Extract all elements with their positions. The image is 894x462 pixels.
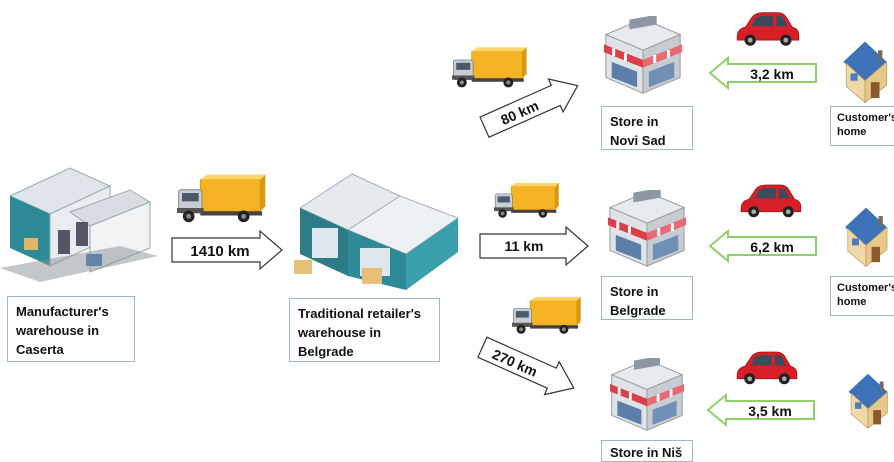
arrow-caserta-belgrade: 1410 km <box>171 229 283 271</box>
truck-icon <box>494 182 560 219</box>
arrow-to-novi-sad: 80 km <box>479 78 579 138</box>
manufacturer-warehouse-icon <box>0 167 158 282</box>
customer-home-label: Customer's home <box>830 106 894 146</box>
distance-belgrade-customer: 6,2 km <box>750 239 794 255</box>
arrow-to-belgrade-store: 11 km <box>479 225 589 267</box>
store-nis-label: Store in Niš <box>601 440 693 462</box>
arrow-customer-novi-sad: 3,2 km <box>708 56 817 90</box>
distance-caserta-belgrade: 1410 km <box>190 243 249 260</box>
car-icon <box>740 184 802 218</box>
car-icon <box>736 12 800 47</box>
retailer-warehouse-label: Traditional retailer's warehouse in Belg… <box>289 298 440 362</box>
store-belgrade-label: Store in Belgrade <box>601 276 693 320</box>
house-icon <box>842 41 888 103</box>
arrow-to-nis: 270 km <box>477 336 575 396</box>
distance-novi-sad-customer: 3,2 km <box>750 66 794 82</box>
store-novi-sad-label: Store in Novi Sad <box>601 106 693 150</box>
store-icon <box>606 190 688 268</box>
manufacturer-warehouse-label: Manufacturer's warehouse in Caserta <box>7 296 135 362</box>
house-icon <box>848 373 888 429</box>
truck-icon <box>177 174 266 223</box>
house-icon <box>844 207 888 267</box>
arrow-customer-nis: 3,5 km <box>706 393 815 427</box>
store-icon <box>608 358 686 432</box>
distance-nis-customer: 3,5 km <box>748 403 792 419</box>
distance-to-belgrade-store: 11 km <box>505 238 544 254</box>
retailer-warehouse-icon <box>294 173 460 290</box>
car-icon <box>736 351 798 385</box>
arrow-customer-belgrade: 6,2 km <box>708 229 817 263</box>
store-icon <box>602 16 684 95</box>
customer-home-label: Customer's home <box>830 276 894 316</box>
